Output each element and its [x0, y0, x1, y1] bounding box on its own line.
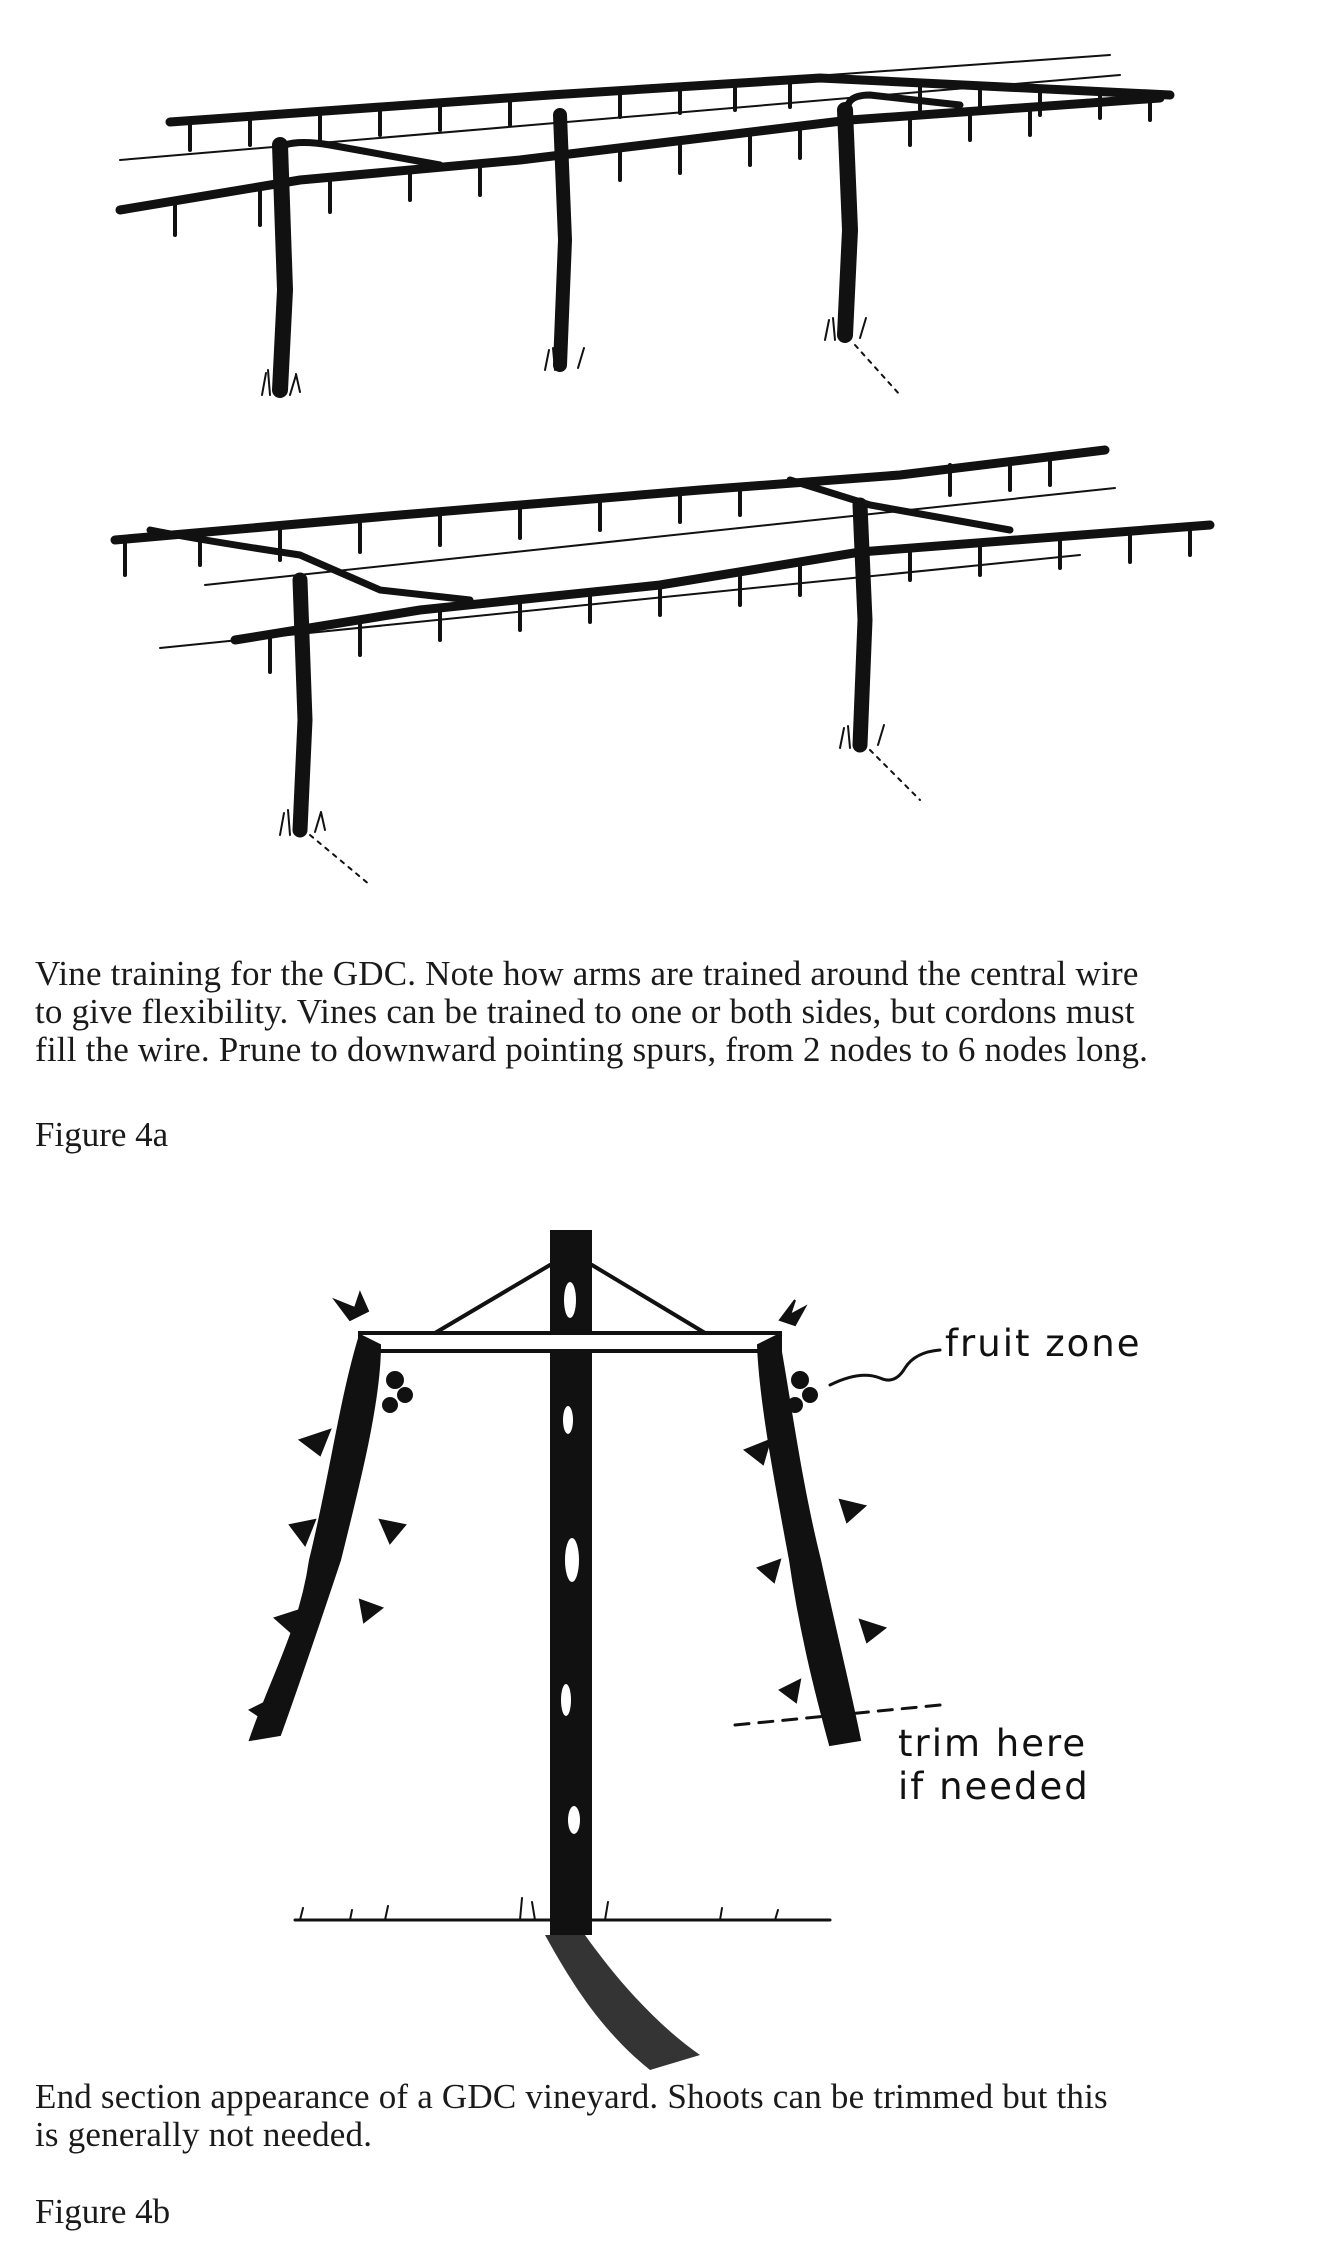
caption-line: to give flexibility. Vines can be traine…	[35, 992, 1135, 1031]
figure-4b-illustration	[248, 1230, 942, 2070]
caption-line: Vine training for the GDC. Note how arms…	[35, 954, 1139, 993]
fruit-zone-label: fruit zone	[945, 1322, 1142, 1365]
trim-here-label: trim here	[898, 1722, 1088, 1765]
trim-if-needed-label: if needed	[898, 1765, 1090, 1808]
figure-4a-caption: Vine training for the GDC. Note how arms…	[35, 955, 1235, 1069]
figure-4b-caption: End section appearance of a GDC vineyard…	[35, 2078, 1235, 2154]
caption-line: is generally not needed.	[35, 2115, 373, 2154]
figure-4b-label: Figure 4b	[35, 2192, 171, 2231]
figure-4a-label: Figure 4a	[35, 1115, 169, 1154]
caption-line: fill the wire. Prune to downward pointin…	[35, 1030, 1149, 1069]
caption-line: End section appearance of a GDC vineyard…	[35, 2077, 1108, 2116]
figure-4a-illustration	[110, 54, 1215, 886]
